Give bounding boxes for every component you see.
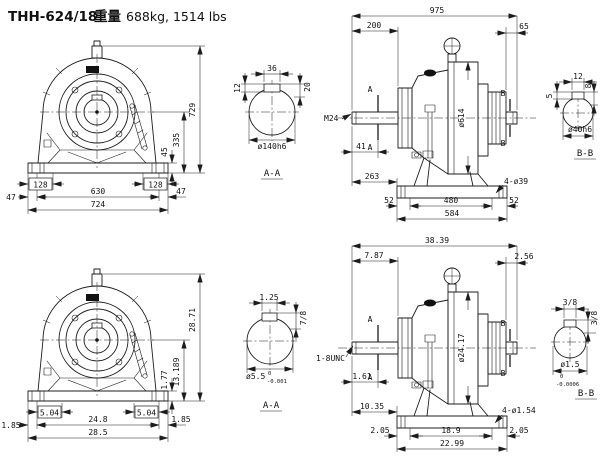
dim-body-diameter: ø24.17 <box>457 333 466 362</box>
dim-base-edge-right: 2.05 <box>509 426 528 435</box>
section-marker-b: B <box>501 89 506 98</box>
section-aa-metric: 36 12 20 ø140h6 A-A <box>233 64 312 180</box>
dim-total-length: 38.39 <box>425 236 449 245</box>
dim-foot-right: 128 <box>148 181 163 190</box>
dim-total-height: 28.71 <box>188 308 197 332</box>
dim-bolt-span: 24.8 <box>88 415 107 424</box>
dim-body-diameter: ø614 <box>457 108 466 127</box>
holes-callout: 4-ø39 <box>504 177 528 186</box>
section-marker-a: A <box>368 143 373 152</box>
dim-base-length: 584 <box>445 209 460 218</box>
dim-total-width: 28.5 <box>88 428 107 437</box>
dim-edge-left: 1.85 <box>1 421 20 430</box>
dim-total-width: 724 <box>91 200 106 209</box>
dim-key-width: 12 <box>573 72 583 81</box>
dim-center-height: 13.189 <box>172 357 181 386</box>
keyway <box>263 83 281 93</box>
thread-callout: M24 <box>324 114 339 123</box>
weight-label: 重量 <box>94 8 121 25</box>
dim-shaft-to-section: 1.61 <box>352 372 371 381</box>
keyway <box>563 319 577 328</box>
section-bb-inch: 3/8 3/8 ø1.5 0 -0.0006 B-B <box>551 298 599 400</box>
dim-key-width: 36 <box>267 64 277 73</box>
side-view-inch: A A B B 38.39 7.87 2.56 ø24.17 1-8UNC 1.… <box>316 236 537 452</box>
side-view-metric: A A B B 975 200 65 ø614 M24 41 263 52 48… <box>324 6 537 222</box>
dim-tol-lower: -0.001 <box>267 379 287 385</box>
dim-depth-right: 20 <box>303 82 312 92</box>
dim-depth-left: 5 <box>545 93 554 98</box>
dim-foot-right: 5.04 <box>137 409 156 418</box>
front-view-metric: 729 335 45 128 128 47 630 47 724 <box>6 40 205 214</box>
dim-shaft-to-base: 263 <box>365 172 380 181</box>
dim-tol-lower: -0.0006 <box>556 382 579 388</box>
section-marker-b: B <box>501 139 506 148</box>
dim-diameter: ø5.5 <box>246 372 265 381</box>
dim-base-height: 1.77 <box>160 370 169 389</box>
dim-diameter: ø40h6 <box>568 125 592 134</box>
weight-value: 688kg, 1514 lbs <box>126 9 227 24</box>
dim-shaft-length: 7.87 <box>364 251 383 260</box>
dim-edge-right: 1.85 <box>171 415 190 424</box>
section-label: B-B <box>577 149 593 159</box>
dim-center-height: 335 <box>172 133 181 148</box>
section-label: A-A <box>264 169 281 179</box>
dim-edge-right: 47 <box>176 187 186 196</box>
dim-bolt-span: 480 <box>444 196 459 205</box>
dim-total-height: 729 <box>188 103 197 118</box>
section-marker-a: A <box>368 315 373 324</box>
dim-base-edge-left: 52 <box>384 196 394 205</box>
dim-depth-right: 8 <box>584 83 593 88</box>
front-view-inch: 28.71 13.189 1.77 5.04 5.04 1.85 24.8 1.… <box>1 268 205 442</box>
dim-foot-left: 128 <box>33 181 48 190</box>
dim-shaft-ext: 65 <box>519 22 529 31</box>
dim-base-edge-right: 52 <box>509 196 519 205</box>
section-bb-metric: 12 5 8 ø40h6 B-B <box>545 72 598 160</box>
section-marker-a: A <box>368 85 373 94</box>
dim-key-width: 3/8 <box>563 298 578 307</box>
section-label: A-A <box>263 401 280 411</box>
dim-tol-upper: 0 <box>268 371 271 377</box>
dim-shaft-ext: 2.56 <box>514 252 533 261</box>
section-marker-b: B <box>501 369 506 378</box>
dim-bolt-span: 18.9 <box>441 426 460 435</box>
section-marker-a: A <box>368 373 373 382</box>
dim-diameter: ø1.5 <box>560 360 579 369</box>
section-aa-inch: 1.25 7/8 ø5.5 0 -0.001 A-A <box>243 293 308 412</box>
dim-shaft-to-section: 41 <box>356 142 366 151</box>
keyway <box>261 312 278 322</box>
dim-diameter: ø140h6 <box>258 142 287 151</box>
dim-key-width: 1.25 <box>259 293 278 302</box>
dim-bolt-span: 630 <box>91 187 106 196</box>
dim-depth-left: 12 <box>233 83 242 93</box>
dim-base-edge-left: 2.05 <box>370 426 389 435</box>
thread-callout: 1-8UNC <box>316 354 345 363</box>
dim-foot-left: 5.04 <box>40 409 59 418</box>
dim-tol-upper: 0 <box>560 374 563 380</box>
dim-base-length: 22.99 <box>440 439 464 448</box>
dim-depth-right: 7/8 <box>299 311 308 326</box>
dim-shaft-length: 200 <box>367 21 382 30</box>
dim-base-height: 45 <box>160 147 169 157</box>
model-number: THH-624/18 <box>8 9 97 25</box>
section-label: B-B <box>578 389 594 399</box>
dim-edge-left: 47 <box>6 193 16 202</box>
dim-shaft-to-base: 10.35 <box>360 402 384 411</box>
dim-total-length: 975 <box>430 6 445 15</box>
section-marker-b: B <box>501 319 506 328</box>
keyway <box>571 91 585 100</box>
holes-callout: 4-ø1.54 <box>502 406 536 415</box>
dim-depth-right: 3/8 <box>590 311 599 326</box>
title-block: THH-624/18 重量 688kg, 1514 lbs <box>8 8 227 25</box>
